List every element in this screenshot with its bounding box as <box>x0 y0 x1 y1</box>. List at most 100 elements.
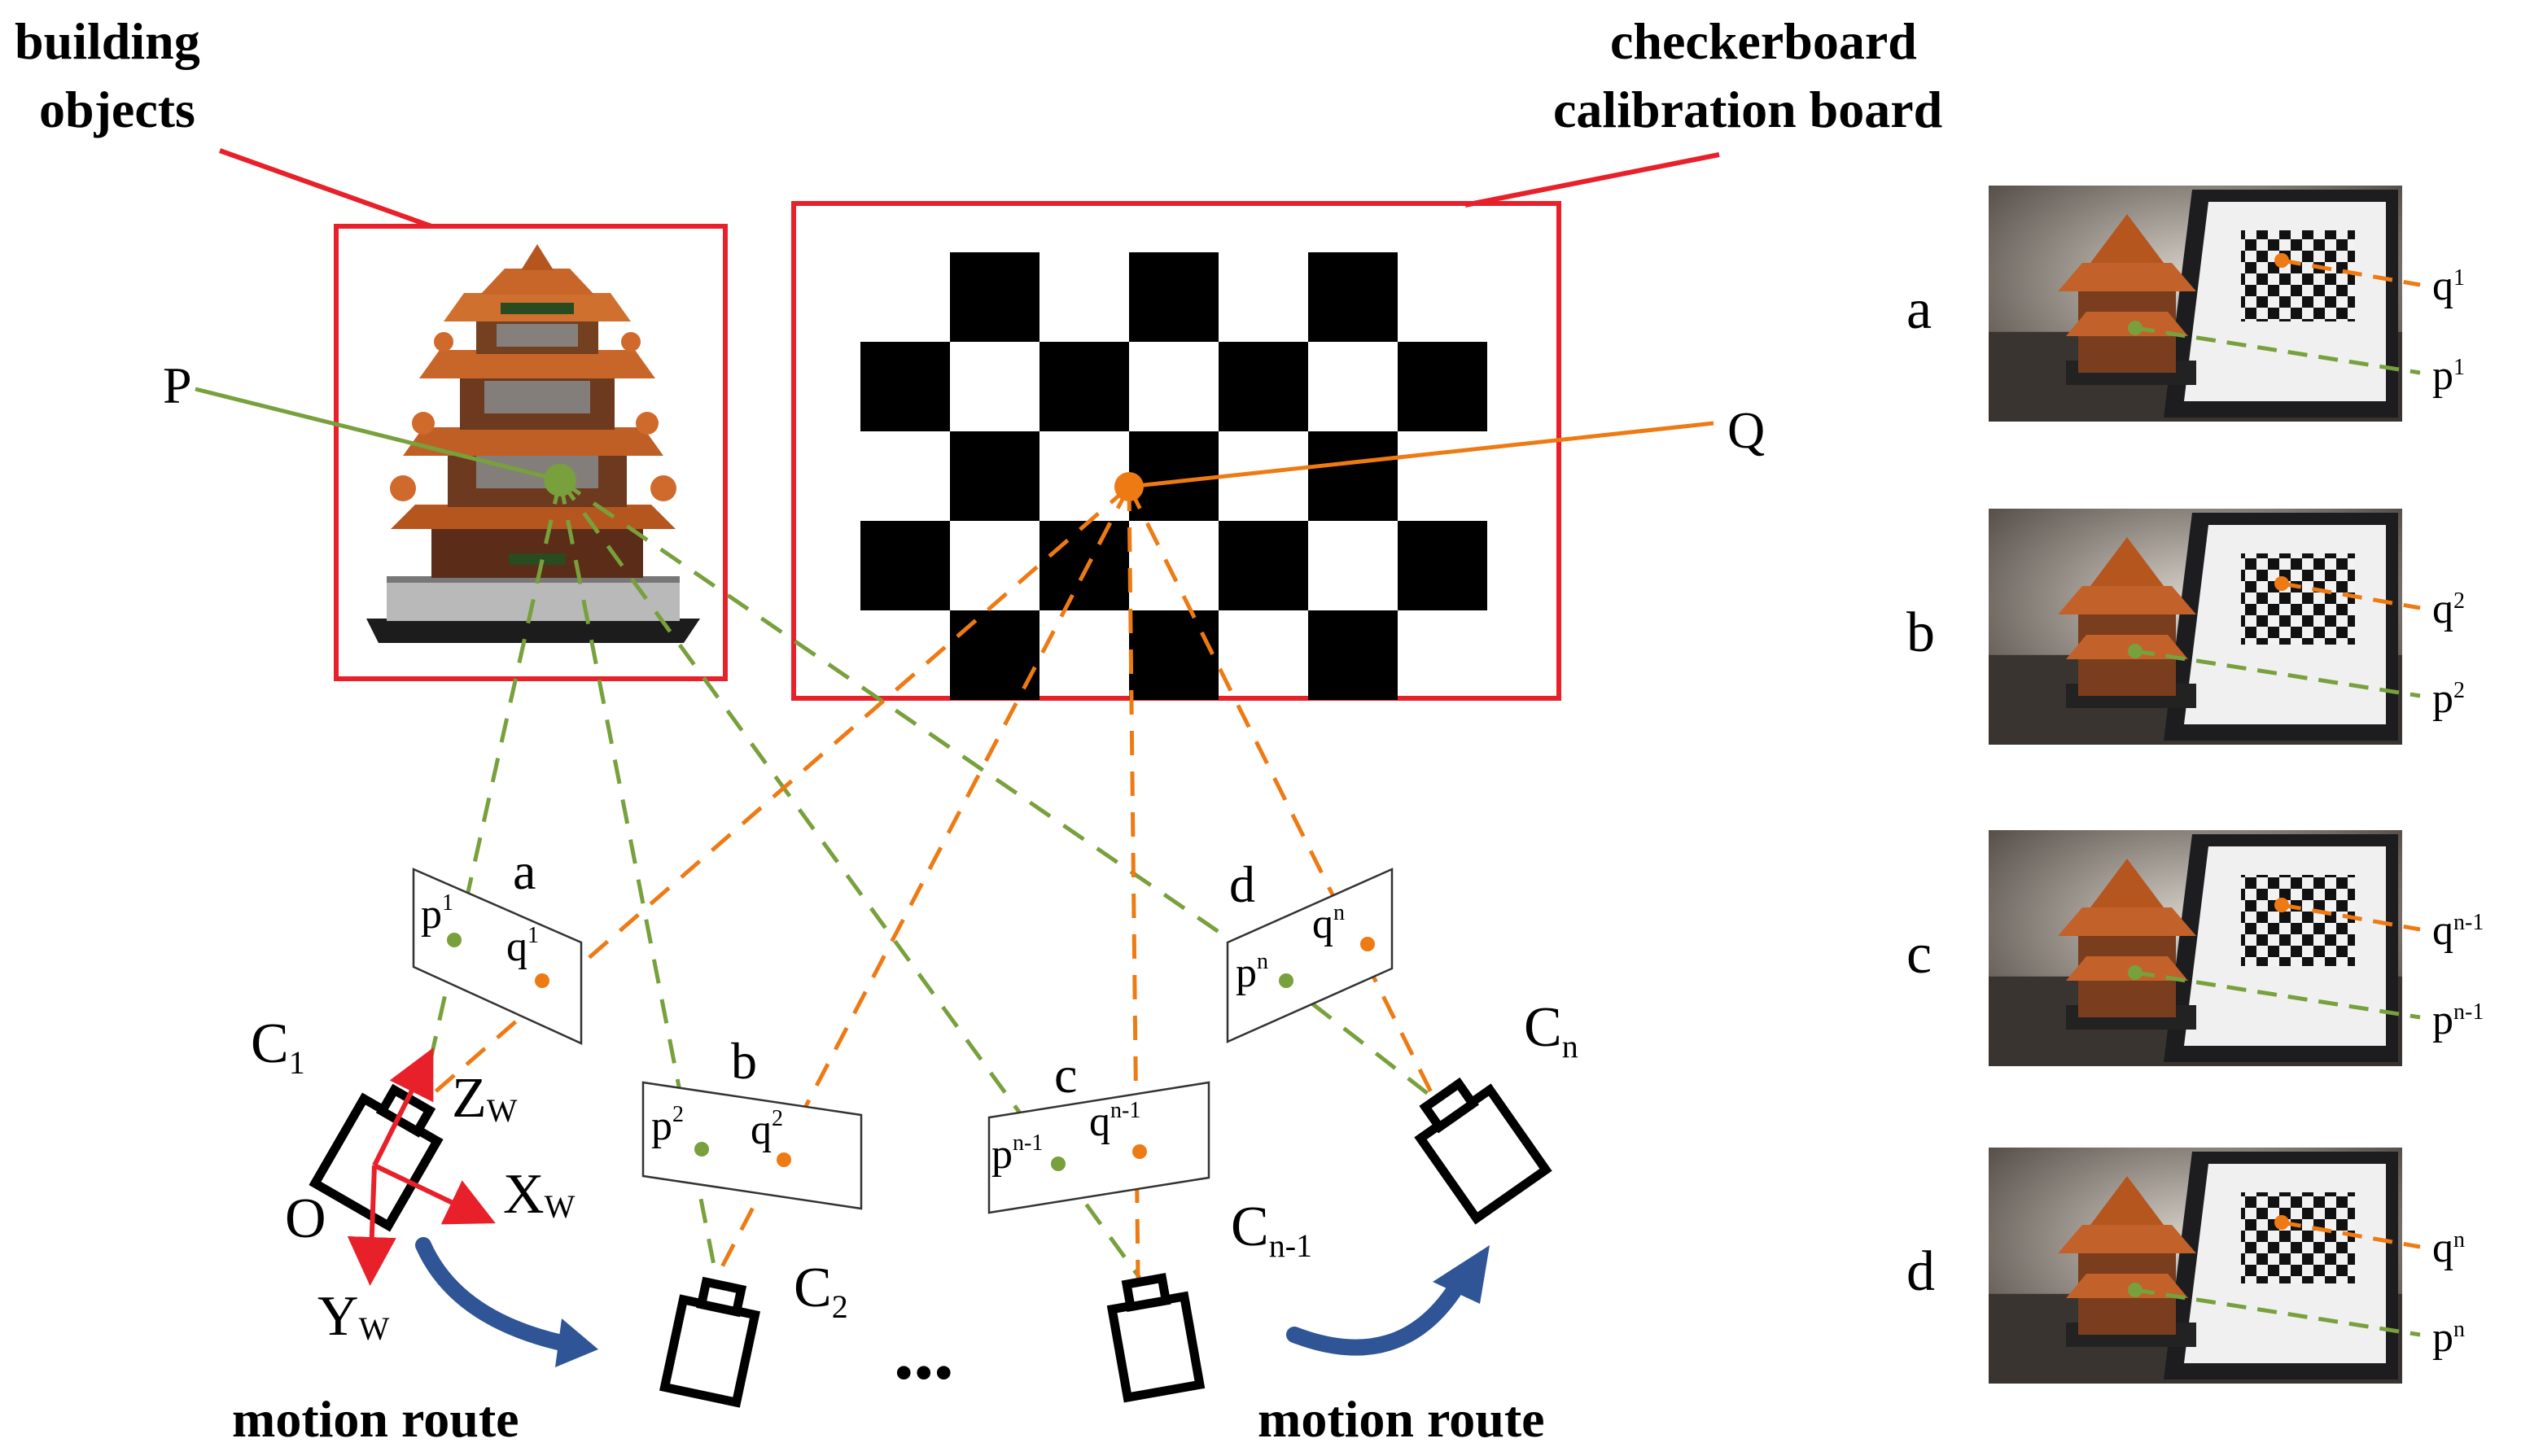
pagoda-roof-2 <box>2066 635 2188 659</box>
checker-square <box>860 342 950 431</box>
svg-text:YW: YW <box>317 1285 390 1348</box>
svg-text:p2: p2 <box>651 1102 684 1149</box>
q-ray <box>2281 903 2421 932</box>
p-ray <box>2134 1288 2421 1337</box>
photo-d: d qn pn <box>1906 1148 2465 1384</box>
photo-label: c <box>1906 923 1932 986</box>
image-plane-a: a p1 q1 <box>412 842 583 1045</box>
motion-route-right-label: motion route <box>1258 1390 1545 1448</box>
svg-text:Q: Q <box>1727 401 1765 459</box>
checker-square <box>1040 521 1129 610</box>
photo-p-label: pn-1 <box>2432 997 2484 1043</box>
photo-q-label: q2 <box>2432 586 2465 632</box>
photo-label: a <box>1906 278 1932 341</box>
photo-q-label: qn <box>2432 1225 2465 1271</box>
motion-route-left-label: motion route <box>232 1390 519 1448</box>
svg-text:qn: qn <box>1312 900 1345 947</box>
svg-text:b: b <box>731 1032 757 1090</box>
checker-square <box>1129 252 1219 342</box>
checkerboard-pattern <box>860 252 1487 700</box>
pagoda-top <box>2090 214 2164 263</box>
svg-text:ZW: ZW <box>452 1067 518 1130</box>
building-callout-line <box>218 148 433 229</box>
svg-text:a: a <box>513 842 536 900</box>
p-point <box>2128 321 2143 335</box>
svg-text:q1: q1 <box>506 923 539 970</box>
camera-C2 <box>659 1276 760 1408</box>
photo-c: c qn-1 pn-1 <box>1906 830 2484 1066</box>
building-box <box>334 224 728 681</box>
svg-text:q2: q2 <box>751 1106 783 1153</box>
checker-square <box>1219 521 1308 610</box>
q-point <box>2274 576 2289 591</box>
camera-C2-label: C2 <box>794 1257 848 1325</box>
tablet-checkerboard <box>2241 875 2355 966</box>
photo-q-label: qn-1 <box>2432 907 2484 954</box>
building-objects-heading: building objects <box>15 12 200 138</box>
pagoda-roof-2 <box>2066 1274 2188 1298</box>
camera-Cn-1 <box>1106 1273 1206 1403</box>
world-axes: ZW XW YW O <box>285 1047 576 1348</box>
checker-square <box>950 431 1040 521</box>
svg-text:O: O <box>285 1187 326 1250</box>
pagoda-roof-1 <box>2058 263 2196 291</box>
photo-label: b <box>1906 601 1935 664</box>
svg-text:pn-1: pn-1 <box>991 1130 1043 1178</box>
photo-p-label: pn <box>2432 1314 2465 1361</box>
photo-b: b q2 p2 <box>1906 509 2465 745</box>
point-Q: Q <box>1114 401 1765 501</box>
photo-p-label: p2 <box>2432 676 2465 722</box>
photo-q-label: q1 <box>2432 263 2465 309</box>
checker-square <box>950 252 1040 342</box>
checker-square <box>1308 610 1398 700</box>
pagoda-roof-2 <box>2066 312 2188 336</box>
q-ray <box>2281 258 2421 287</box>
pagoda-top <box>2090 859 2164 907</box>
motion-route-right-arrow <box>1286 1245 1490 1356</box>
camera-Cn <box>1414 1077 1552 1225</box>
q-point <box>2274 898 2289 912</box>
camera-Cn-label: Cn <box>1524 996 1578 1065</box>
photo-label: d <box>1906 1240 1935 1303</box>
checker-square <box>1040 342 1129 431</box>
checkerboard-callout-line <box>1464 152 1720 208</box>
p-point <box>2128 965 2143 980</box>
checker-square <box>1398 342 1487 431</box>
p-ray <box>2134 649 2421 698</box>
svg-text:P: P <box>163 356 192 414</box>
checker-square <box>1129 610 1219 700</box>
svg-text:checkerboard: checkerboard <box>1610 12 1917 70</box>
svg-text:c: c <box>1054 1046 1077 1104</box>
checker-square <box>860 521 950 610</box>
q-point <box>2274 1215 2289 1230</box>
pagoda-top <box>2090 1176 2164 1225</box>
photo-p-label: p1 <box>2432 352 2465 399</box>
checker-square <box>1308 252 1398 342</box>
p-ray <box>2134 970 2421 1020</box>
pagoda-roof-2 <box>2066 956 2188 981</box>
point-P: P <box>163 356 576 496</box>
p-point <box>2128 1283 2143 1297</box>
pagoda-top <box>2090 537 2164 586</box>
svg-text:calibration board: calibration board <box>1553 81 1942 138</box>
svg-text:XW: XW <box>503 1163 576 1226</box>
pagoda-roof-1 <box>2058 1225 2196 1253</box>
ellipsis: ••• <box>894 1342 954 1405</box>
image-plane-d: d pn qn <box>1226 855 1394 1043</box>
pagoda-roof-1 <box>2058 907 2196 936</box>
q-point <box>2274 253 2289 268</box>
p-point <box>2128 644 2143 658</box>
camera-C1-label: C1 <box>251 1012 305 1081</box>
camera-Cn-1-label: Cn-1 <box>1231 1196 1312 1264</box>
svg-text:qn-1: qn-1 <box>1089 1098 1140 1145</box>
svg-text:building: building <box>15 12 200 70</box>
svg-text:objects: objects <box>39 81 195 138</box>
checker-square <box>1129 431 1219 521</box>
q-ray <box>2281 581 2421 610</box>
checkerboard-heading: checkerboard calibration board <box>1553 12 1942 138</box>
image-plane-b: b p2 q2 <box>641 1032 863 1210</box>
svg-text:pn: pn <box>1236 949 1268 996</box>
image-plane-c: c pn-1 qn-1 <box>987 1046 1210 1214</box>
tablet-checkerboard <box>2241 553 2355 645</box>
